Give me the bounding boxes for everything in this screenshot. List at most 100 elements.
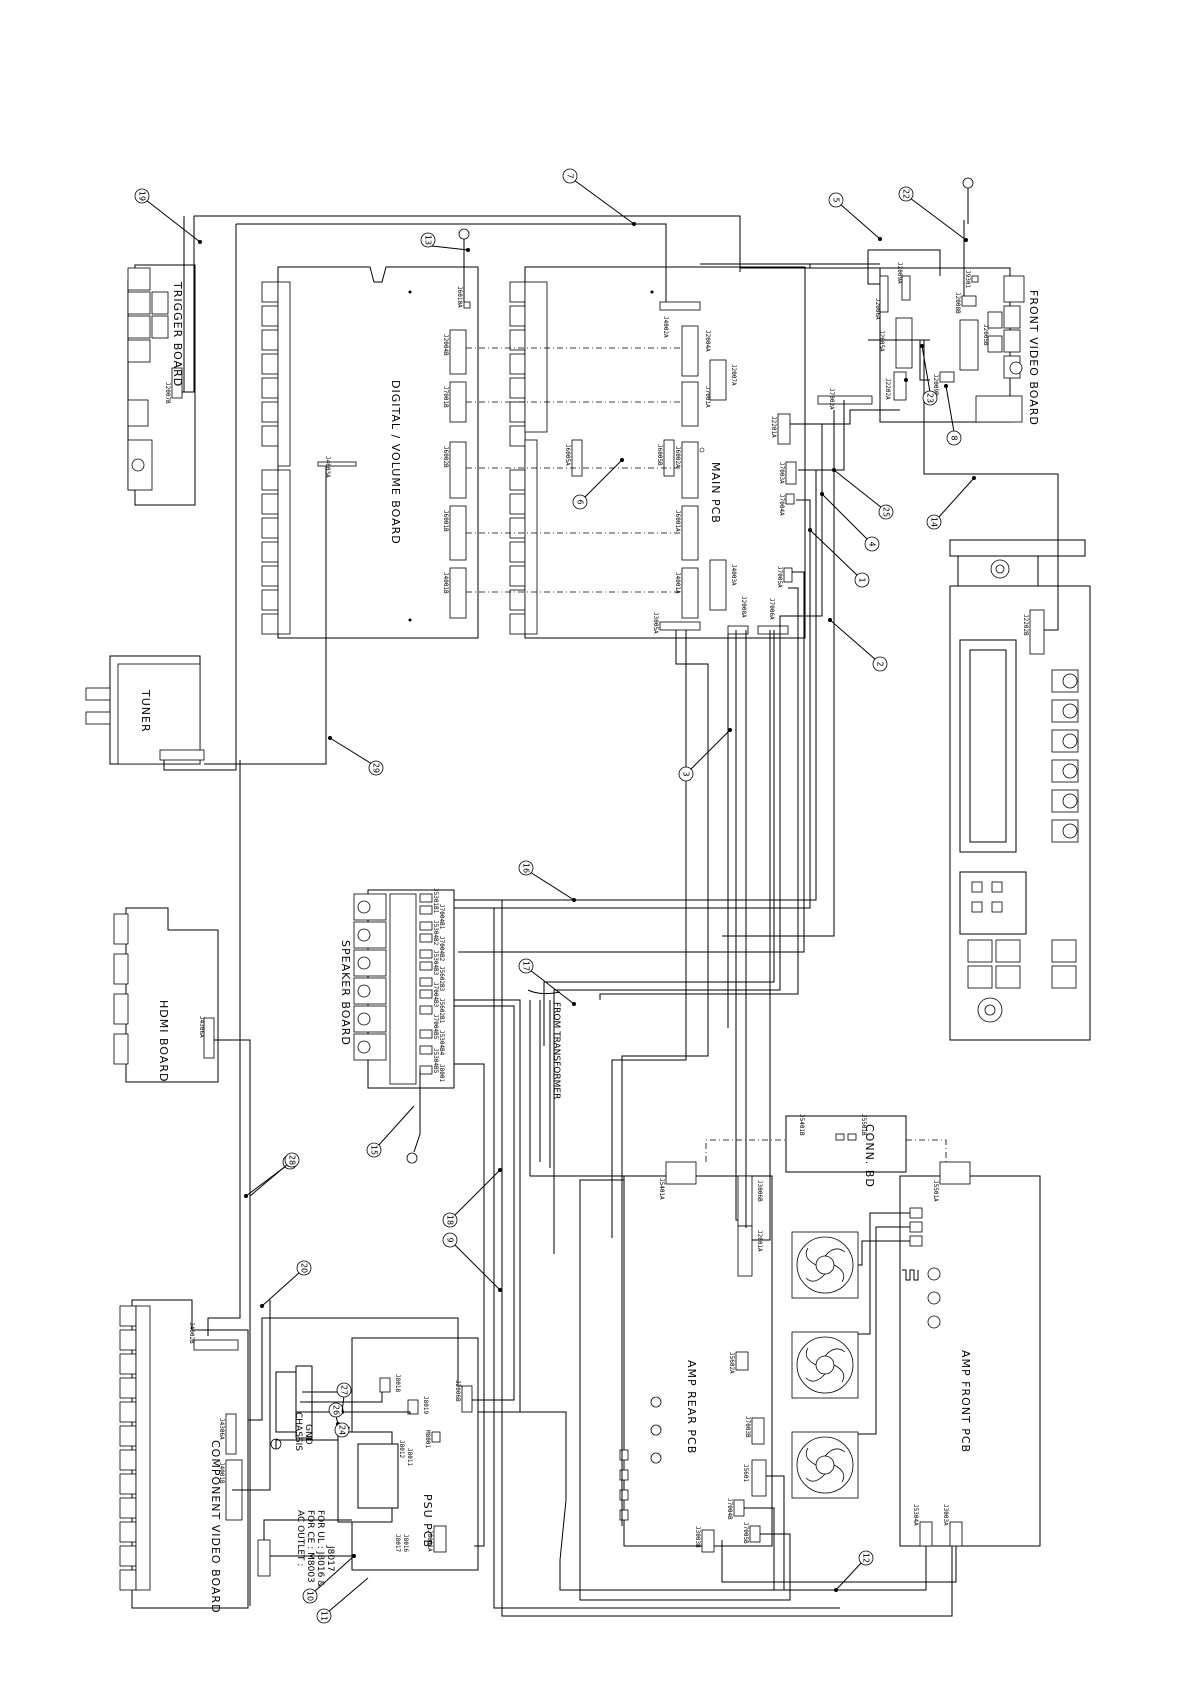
label-J2005A: J2005A	[878, 330, 885, 352]
callout-9: 9	[442, 1232, 501, 1291]
label-J5304B3: J5304B3	[432, 950, 439, 976]
conn-J7003A	[785, 461, 797, 485]
label-J7001A: J7001A	[704, 386, 711, 408]
digital-volume-board: J6010A J2004B J7001B J6002B J6001B J4001…	[261, 266, 479, 639]
conn-J2202A	[893, 371, 907, 401]
callout-18: 18	[442, 1169, 501, 1228]
amp-rear-pcb: J5401A J3006B J2001A J5602A J7003B J5601…	[619, 1161, 773, 1553]
speaker-board: J5301B1 J7004B1 J5304B2 J7004B2 J5304B3 …	[339, 888, 455, 1089]
conn-J2009B	[939, 371, 955, 383]
svg-text:15: 15	[370, 1145, 379, 1155]
callout-19: 19	[134, 188, 201, 243]
label-J5304B4: J5304B4	[438, 1030, 445, 1056]
title-trigger-board: TRIGGER BOARD	[171, 281, 184, 387]
label-J5401A: J5401A	[658, 1178, 665, 1200]
cooling-fans	[791, 1231, 859, 1499]
title-psu-pcb: PSU PCB	[421, 1494, 434, 1548]
label-J5602B3: J5602B3	[438, 966, 445, 992]
label-J8001: J8001	[438, 1064, 445, 1082]
label-J6005B: J6005B	[656, 444, 663, 466]
label-J2009B: J2009B	[932, 374, 939, 396]
callout-10: 10	[302, 1555, 355, 1604]
conn-J4003A-digital	[317, 461, 357, 467]
conn-J4003A	[709, 559, 727, 611]
note-j8017: J8017	[325, 1545, 335, 1572]
trigger-jacks	[127, 267, 169, 491]
callout-7: 7	[562, 168, 635, 225]
label-J5501B: J5501B	[860, 1114, 867, 1136]
front-panel-board: J2202B	[949, 539, 1091, 1041]
conn-J7001A	[681, 381, 699, 427]
svg-text:14: 14	[930, 517, 939, 527]
note-ac-outlet: AC OUTLET :	[295, 1510, 305, 1566]
conn-J2007B	[171, 367, 183, 399]
label-J5501A: J5501A	[932, 1180, 939, 1202]
svg-text:5: 5	[832, 197, 841, 202]
conn-J2004A	[681, 325, 699, 377]
label-J2005B: J2005B	[982, 324, 989, 346]
conn-J3003A	[949, 1521, 963, 1547]
label-J9301: J9301	[964, 270, 971, 288]
svg-text:16: 16	[522, 863, 531, 873]
note-ce: FOR CE : M8003	[305, 1510, 315, 1583]
label-J4306A-hdmi: J4306A	[198, 1016, 205, 1038]
label-J4001B-component: J4001B	[218, 1462, 225, 1484]
conn-J8001A	[433, 1525, 447, 1553]
front-video-board: J2006A J2009A J2005A J2202A J2005B J2008…	[874, 262, 1040, 426]
svg-text:9: 9	[446, 1237, 455, 1242]
title-amp-rear-pcb: AMP REAR PCB	[685, 1360, 698, 1454]
svg-text:26: 26	[332, 1405, 341, 1415]
label-J2004B: J2004B	[442, 334, 449, 356]
callout-16: 16	[518, 860, 575, 901]
label-J5304A: J5304A	[912, 1504, 919, 1526]
callout-25: 25	[833, 469, 894, 520]
conn-J6002B	[449, 441, 467, 499]
callout-24: 24	[334, 1422, 351, 1438]
conn-J5304A	[919, 1521, 933, 1547]
svg-text:24: 24	[338, 1425, 347, 1435]
callout-6: 6	[572, 459, 623, 510]
label-J7006A: J7006A	[768, 598, 775, 620]
ribbon-cables-digital-main	[466, 347, 682, 593]
title-component-video-board: COMPONENT VIDEO BOARD	[209, 1440, 222, 1614]
conn-J6010A	[463, 301, 471, 309]
svg-text:4: 4	[868, 541, 877, 546]
fan-1-icon	[791, 1231, 859, 1299]
callout-11: 11	[316, 1577, 369, 1624]
label-J3003B: J3003B	[694, 1526, 701, 1548]
conn-J4001B	[449, 567, 467, 619]
callout-27: 27	[336, 1382, 352, 1413]
conn-J4002B-tuner	[159, 749, 205, 761]
label-J4001A: J4001A	[674, 572, 681, 594]
label-J7002A: J7002A	[828, 388, 835, 410]
label-J3006B: J3006B	[756, 1180, 763, 1202]
label-J8016: J8016	[402, 1534, 409, 1552]
label-J2201A: J2201A	[770, 416, 777, 438]
tuner-module: TUNER	[85, 655, 205, 765]
label-J4003A-digital: J4003A	[324, 456, 331, 478]
ac-outlet	[257, 1539, 271, 1577]
callout-4: 4	[821, 493, 880, 552]
conn-J2202B	[1029, 609, 1045, 655]
label-J8001A: J8001A	[426, 1530, 433, 1552]
wiring-harness	[163, 177, 1059, 1617]
front-panel-knobs-top	[1051, 669, 1079, 843]
callout-12: 12	[835, 1550, 874, 1591]
label-J7001B: J7001B	[442, 386, 449, 408]
hdmi-board: J4306A HDMI BOARD	[113, 907, 219, 1083]
label-J8018: J8018	[394, 1374, 401, 1392]
label-J4002B-component: J4002B	[188, 1322, 195, 1344]
conn-board: J5401B J5501B CONN. BD	[705, 1114, 947, 1188]
conn-J9301	[971, 275, 979, 283]
speaker-connectors	[419, 893, 433, 1075]
callout-26: 26	[328, 1402, 344, 1425]
speaker-terminals	[353, 893, 417, 1085]
component-jacks	[119, 1305, 151, 1591]
label-M8001: M8001	[424, 1430, 431, 1448]
label-J4306A-component: J4306A	[218, 1418, 225, 1440]
label-J2008A: J2008A	[740, 596, 747, 618]
conn-J2201A	[777, 413, 791, 445]
svg-text:25: 25	[882, 507, 891, 517]
label-J3005A: J3005A	[652, 612, 659, 634]
label-J2006A: J2006A	[874, 298, 881, 320]
